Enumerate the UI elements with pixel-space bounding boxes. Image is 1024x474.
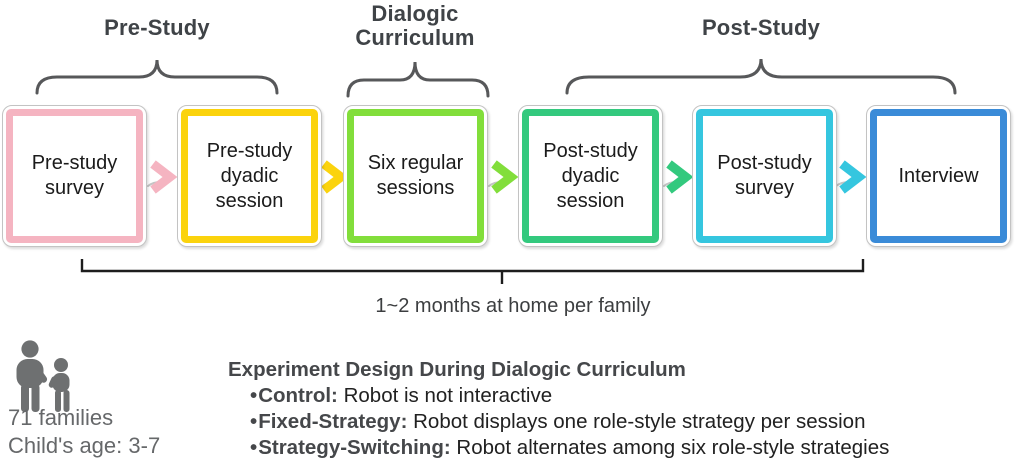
step-label: Six regular sessions: [367, 152, 464, 199]
brace-post-study-icon: [565, 58, 957, 95]
bullet-term: Fixed-Strategy:: [258, 410, 408, 433]
step-label: Post-study dyadic session: [543, 139, 638, 212]
bullet-icon: •: [250, 384, 258, 407]
experiment-title: Experiment Design During Dialogic Curric…: [228, 358, 686, 381]
connector-line: [322, 181, 333, 187]
step-box-frame: Pre-study dyadic session: [181, 109, 318, 243]
step-box-pre-study-survey: Pre-study survey: [2, 105, 147, 247]
step-box-frame: Six regular sessions: [347, 109, 484, 243]
phase-label-pre-study: Pre-Study: [104, 15, 210, 40]
bullet-icon: •: [250, 436, 258, 459]
step-box-frame: Post-study dyadic session: [522, 109, 659, 243]
step-box-post-study-survey: Post-study survey: [692, 105, 837, 247]
bullet-icon: •: [250, 410, 258, 433]
arrow-chevron-icon-2: [321, 160, 349, 194]
step-label: Post-study survey: [717, 152, 812, 199]
bullet-desc: Robot is not interactive: [343, 384, 553, 407]
brace-pre-study-icon: [35, 59, 279, 95]
connector-line: [663, 181, 678, 187]
connector-line: [147, 181, 162, 187]
connector-line: [835, 181, 851, 187]
step-label: Pre-study survey: [31, 152, 118, 199]
bullet-term: Strategy-Switching:: [258, 436, 451, 459]
step-box-pre-study-dyadic-session: Pre-study dyadic session: [177, 105, 322, 247]
bullet-desc: Robot alternates among six role-style st…: [456, 436, 890, 459]
step-box-frame: Interview: [870, 109, 1007, 243]
family-icon-svg: [16, 340, 70, 412]
brace-dialogic-curriculum-icon: [346, 61, 490, 98]
step-box-frame: Pre-study survey: [6, 109, 143, 243]
child-age: Child's age: 3-7: [8, 433, 161, 458]
duration-bracket-line: [80, 259, 865, 273]
brace-group: [35, 58, 957, 98]
participants-info: 71 families Child's age: 3-7: [8, 404, 160, 460]
families-count: 71 families: [8, 405, 114, 430]
step-box-frame: Post-study survey: [696, 109, 833, 243]
step-box-post-study-dyadic-session: Post-study dyadic session: [518, 105, 663, 247]
step-box-six-regular-sessions: Six regular sessions: [343, 105, 488, 247]
family-icon: [10, 340, 80, 419]
step-label: Pre-study dyadic session: [206, 139, 293, 212]
duration-label: 1~2 months at home per family: [375, 295, 651, 317]
bullet-desc: Robot displays one role-style strategy p…: [413, 410, 866, 433]
arrow-chevron-icon-1: [150, 160, 178, 194]
phase-label-dialogic-curriculum: Dialogic Curriculum: [355, 1, 475, 50]
bullet-item-control: •Control: Robot is not interactive: [228, 383, 1020, 409]
arrow-chevron-icon-4: [666, 160, 694, 194]
step-box-interview: Interview: [866, 105, 1011, 247]
bullet-term: Control:: [258, 384, 338, 407]
experiment-design-block: Experiment Design During Dialogic Curric…: [228, 357, 1020, 461]
duration-bracket: [80, 259, 865, 284]
connector-line: [488, 181, 503, 187]
arrow-chevron-icon-3: [491, 160, 519, 194]
phase-label-post-study: Post-Study: [701, 15, 821, 40]
bullet-item-strategy-switching: •Strategy-Switching: Robot alternates am…: [228, 435, 1020, 461]
bullet-item-fixed-strategy: •Fixed-Strategy: Robot displays one role…: [228, 409, 1020, 435]
arrow-chevron-icon-5: [839, 160, 867, 194]
step-label: Interview: [898, 164, 979, 187]
